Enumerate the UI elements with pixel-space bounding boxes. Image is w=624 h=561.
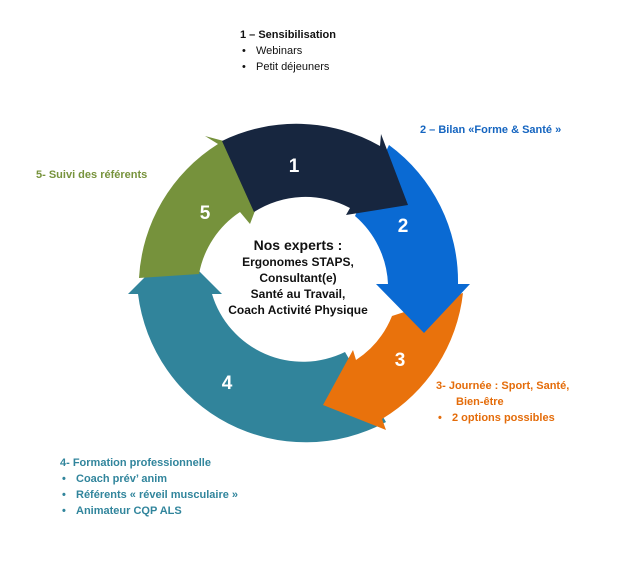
segment-1-number: 1 [289, 156, 300, 177]
caption-step-4-title: 4- Formation professionnelle [60, 457, 211, 469]
caption-step-1-title: 1 – Sensibilisation [240, 29, 336, 41]
center-line: Consultant(e) [259, 271, 337, 285]
segment-1-arrow [222, 123, 408, 215]
caption-step-2-title: 2 – Bilan «Forme & Santé » [420, 124, 562, 136]
caption-step-4-list: •Coach prév’ anim •Référents « réveil mu… [60, 471, 238, 519]
bullet-icon: • [62, 473, 66, 485]
bullet-icon: • [438, 412, 442, 424]
caption-step-3-title-cont: Bien-être [456, 396, 504, 408]
list-item: •2 options possibles [438, 412, 555, 424]
list-item: •Coach prév’ anim [62, 473, 168, 485]
segment-3-number: 3 [395, 350, 406, 371]
bullet-icon: • [242, 45, 246, 57]
center-line: Santé au Travail, [250, 287, 346, 301]
center-experts-text: Nos experts : Ergonomes STAPS, Consultan… [218, 236, 378, 318]
center-line: Coach Activité Physique [228, 303, 368, 317]
bullet-icon: • [62, 489, 66, 501]
segment-5-number: 5 [200, 203, 211, 224]
segment-2-number: 2 [398, 216, 409, 237]
segment-4-arrow [128, 247, 386, 443]
list-item: •Webinars [242, 45, 303, 57]
bullet-icon: • [62, 505, 66, 517]
list-item: •Référents « réveil musculaire » [62, 489, 239, 501]
list-item: •Animateur CQP ALS [62, 505, 182, 517]
caption-step-3-title: 3- Journée : Sport, Santé, [436, 380, 570, 392]
segment-4-number: 4 [222, 373, 233, 394]
caption-step-5-title: 5- Suivi des référents [36, 169, 148, 181]
caption-step-4: 4- Formation professionnelle •Coach prév… [60, 455, 238, 519]
caption-step-3: 3- Journée : Sport, Santé, Bien-être •2 … [436, 378, 569, 426]
bullet-icon: • [242, 61, 246, 73]
center-line: Ergonomes STAPS, [242, 255, 354, 269]
center-title: Nos experts : [253, 237, 343, 253]
caption-step-2: 2 – Bilan «Forme & Santé » [420, 122, 561, 138]
caption-step-5: 5- Suivi des référents [36, 167, 147, 183]
caption-step-1-list: •Webinars •Petit déjeuners [240, 43, 336, 75]
caption-step-1: 1 – Sensibilisation •Webinars •Petit déj… [240, 27, 336, 75]
list-item: •Petit déjeuners [242, 61, 330, 73]
caption-step-3-list: •2 options possibles [436, 410, 569, 426]
